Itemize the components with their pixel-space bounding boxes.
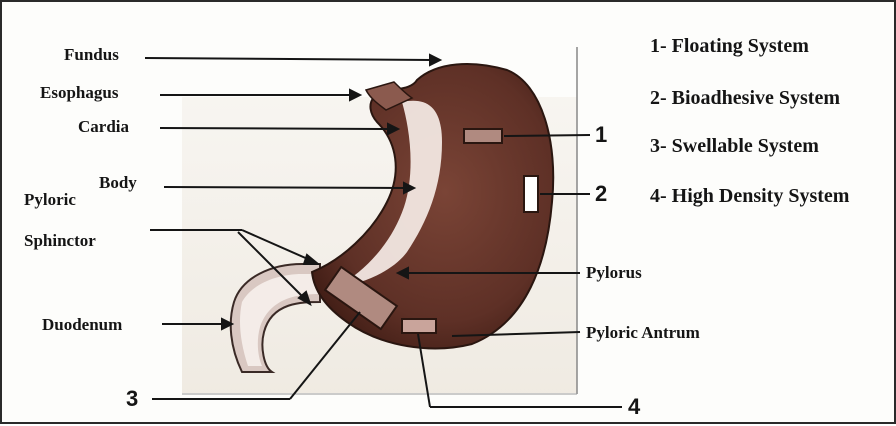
legend-item-floating: 1- Floating System [650,36,809,56]
legend-item-bioadhesive: 2- Bioadhesive System [650,88,840,108]
pylorus-label: Pylorus [586,264,642,281]
fundus-label: Fundus [64,46,119,63]
body-pointer [164,187,406,188]
esophagus-label: Esophagus [40,84,118,101]
fundus-pointer [145,58,432,60]
cardia-label: Cardia [78,118,129,135]
high-density-system-marker [402,319,436,333]
marker-1-pointer [504,135,590,136]
duodenum-label: Duodenum [42,316,122,333]
legend-item-swellable: 3- Swellable System [650,136,819,156]
cardia-pointer [160,128,390,129]
marker-3-number: 3 [126,388,138,410]
legend-item-high-density: 4- High Density System [650,186,849,206]
sphinctor-label: Sphinctor [24,232,96,249]
body-label: Body [99,174,137,191]
fundus-arrowhead [430,55,440,65]
marker-2-number: 2 [595,183,607,205]
marker-4-number: 4 [628,396,640,418]
bioadhesive-system-marker [524,176,538,212]
floating-system-marker [464,129,502,143]
pyloric-label: Pyloric [24,191,76,208]
pyloric-antrum-label: Pyloric Antrum [586,324,700,341]
marker-1-number: 1 [595,124,607,146]
